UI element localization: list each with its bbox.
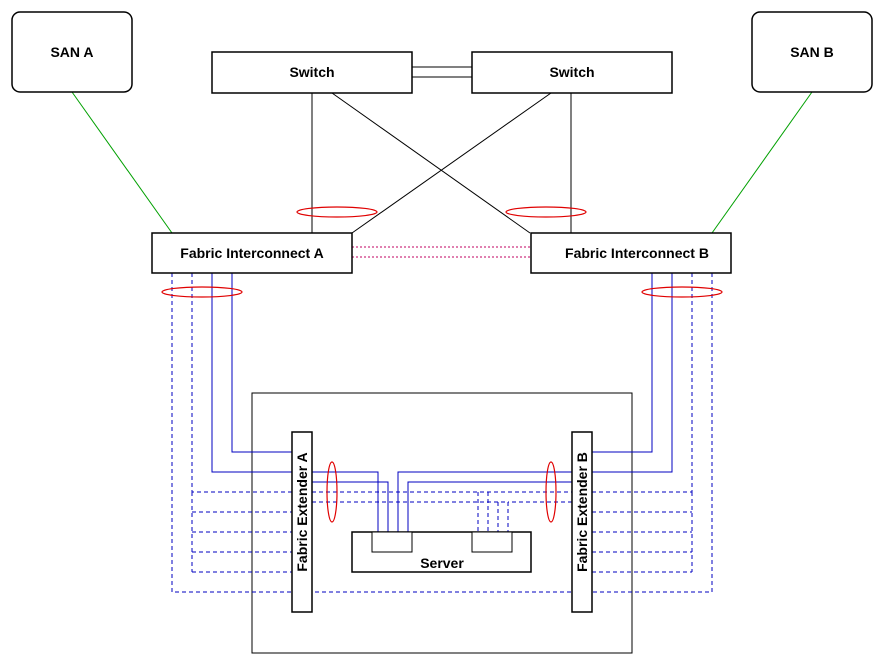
san-a-node: SAN A [11, 11, 133, 93]
fabric-interconnect-a-node: Fabric Interconnect A [151, 232, 353, 274]
fi-a-fex-a-link-1 [211, 273, 292, 473]
uplink-sw2-fia [351, 92, 552, 234]
fi-b-fex-b-link-1 [592, 273, 653, 453]
fi-a-fex-b-link-1 [171, 273, 572, 593]
fex-server-links [312, 471, 572, 532]
port-channel-fia-uplink [296, 206, 378, 218]
fabric-extender-b-box [571, 431, 593, 613]
fi-a-fex-a-links [211, 273, 292, 473]
san-a-label: SAN A [50, 44, 93, 60]
fex-a-server-link-2 [312, 481, 389, 532]
fabric-interconnect-b-node: Fabric Interconnect B [530, 232, 732, 274]
fi-b-fex-link-2 [592, 273, 693, 493]
fex-a-server-link-1 [312, 471, 379, 532]
uplink-sw1-fib [331, 92, 531, 234]
switch-right-node: Switch [471, 51, 673, 94]
san-a-box [11, 11, 133, 93]
fabric-extender-a-label: Fabric Extender A [294, 452, 310, 571]
switch-uplinks [311, 66, 572, 234]
fabric-extender-b-label: Fabric Extender B [574, 452, 590, 572]
fex-server-dashed-links [312, 492, 572, 532]
switch-right-box [471, 51, 673, 94]
san-links [71, 91, 813, 234]
fabric-extender-b-node: Fabric Extender B [571, 431, 593, 613]
port-channel-fib-uplink [505, 206, 587, 218]
server-adapter-left [371, 531, 413, 553]
fi-b-fex-link-1 [592, 273, 713, 593]
port-channel-markers [161, 206, 723, 523]
fabric-interconnect-a-box [151, 232, 353, 274]
fi-cluster-links [352, 246, 531, 258]
server-label: Server [420, 555, 464, 571]
switch-left-box [211, 51, 413, 94]
fabric-interconnect-b-label: Fabric Interconnect B [565, 245, 709, 261]
port-channel-fex-b [545, 461, 557, 523]
fabric-extender-a-node: Fabric Extender A [291, 431, 313, 613]
port-channel-fia-downlink [161, 286, 243, 298]
san-b-label: SAN B [790, 44, 834, 60]
san-b-box [751, 11, 873, 93]
fex-b-server-link-2 [407, 481, 572, 532]
san-b-node: SAN B [751, 11, 873, 93]
fi-b-fex-dashed-links [312, 273, 713, 593]
fi-b-fex-b-links [592, 273, 673, 473]
san-b-link [711, 91, 813, 234]
switch-left-label: Switch [289, 64, 334, 80]
port-channel-fib-downlink [641, 286, 723, 298]
fabric-interconnect-b-box [530, 232, 732, 274]
fi-b-fex-b-link-2 [592, 273, 673, 473]
switch-right-label: Switch [549, 64, 594, 80]
fex-b-server-link-1 [397, 471, 572, 532]
san-a-link [71, 91, 173, 234]
switch-left-node: Switch [211, 51, 413, 94]
chassis-enclosure [251, 392, 633, 654]
port-channel-fex-a [326, 461, 338, 523]
fex-a-server-dashed-1 [312, 501, 509, 532]
fi-a-fex-a-link-2 [231, 273, 292, 453]
fabric-interconnect-a-label: Fabric Interconnect A [180, 245, 323, 261]
server-node: Server [351, 531, 532, 573]
fi-a-fex-b-link-2 [191, 273, 292, 493]
fi-a-fex-b-links [171, 273, 572, 593]
fabric-extender-a-box [291, 431, 313, 613]
server-adapter-right [471, 531, 513, 553]
